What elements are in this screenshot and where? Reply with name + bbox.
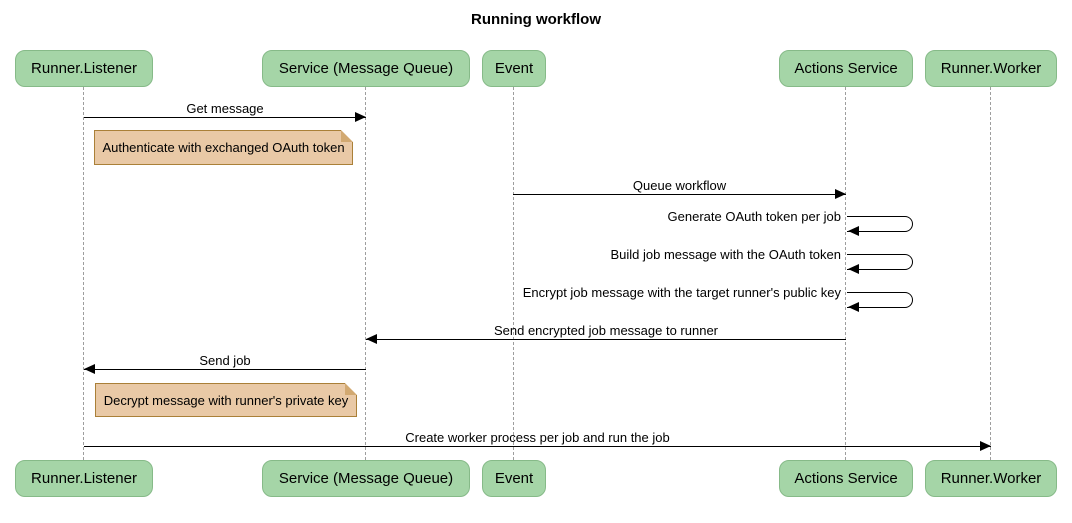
note-decrypt: Decrypt message with runner's private ke… — [95, 383, 357, 417]
arrowhead-right-icon — [980, 441, 991, 451]
actor-label: Event — [494, 60, 534, 77]
self-loop-line — [847, 216, 913, 232]
actor-label: Runner.Worker — [940, 60, 1042, 77]
actor-label: Runner.Listener — [31, 60, 137, 77]
arrowhead-left-icon — [848, 264, 859, 274]
actor-label: Event — [494, 470, 534, 487]
self-loop-line — [847, 292, 913, 308]
actor-label: Service (Message Queue) — [278, 470, 454, 487]
actor-actions-service-top: Actions Service — [779, 50, 913, 87]
lifeline-runner-worker — [990, 87, 991, 460]
message-line — [84, 369, 366, 370]
note-fold-icon — [345, 383, 357, 395]
note-label: Decrypt message with runner's private ke… — [103, 392, 349, 408]
message-label: Queue workflow — [632, 178, 727, 193]
message-line — [84, 117, 366, 118]
arrowhead-left-icon — [84, 364, 95, 374]
arrowhead-right-icon — [355, 112, 366, 122]
arrowhead-left-icon — [848, 226, 859, 236]
actor-label: Runner.Listener — [31, 470, 137, 487]
actor-event-bottom: Event — [482, 460, 546, 497]
actor-runner-worker-bottom: Runner.Worker — [925, 460, 1057, 497]
lifeline-runner-listener — [83, 87, 84, 460]
arrowhead-left-icon — [366, 334, 377, 344]
message-label: Send job — [199, 353, 251, 368]
actor-label: Actions Service — [794, 60, 898, 77]
actor-runner-listener-top: Runner.Listener — [15, 50, 153, 87]
lifeline-actions-service — [845, 87, 846, 460]
arrowhead-left-icon — [848, 302, 859, 312]
actor-actions-service-bottom: Actions Service — [779, 460, 913, 497]
actor-runner-worker-top: Runner.Worker — [925, 50, 1057, 87]
message-line — [84, 446, 991, 447]
actor-label: Actions Service — [794, 470, 898, 487]
actor-label: Runner.Worker — [940, 470, 1042, 487]
actor-event-top: Event — [482, 50, 546, 87]
message-label: Encrypt job message with the target runn… — [522, 285, 841, 300]
arrowhead-right-icon — [835, 189, 846, 199]
actor-label: Service (Message Queue) — [278, 60, 454, 77]
note-label: Authenticate with exchanged OAuth token — [102, 140, 345, 155]
message-label: Generate OAuth token per job — [667, 209, 841, 224]
self-loop-line — [847, 254, 913, 270]
note-fold-icon — [341, 130, 353, 142]
actor-service-message-queue-bottom: Service (Message Queue) — [262, 460, 470, 497]
actor-service-message-queue-top: Service (Message Queue) — [262, 50, 470, 87]
message-label: Build job message with the OAuth token — [610, 247, 841, 262]
lifeline-service-message-queue — [365, 87, 366, 460]
message-line — [366, 339, 846, 340]
actor-runner-listener-bottom: Runner.Listener — [15, 460, 153, 497]
message-label: Get message — [186, 101, 264, 116]
message-line — [513, 194, 846, 195]
lifeline-event — [513, 87, 514, 460]
note-authenticate: Authenticate with exchanged OAuth token — [94, 130, 353, 165]
diagram-title: Running workflow — [471, 11, 601, 28]
message-label: Create worker process per job and run th… — [405, 430, 670, 445]
message-label: Send encrypted job message to runner — [493, 323, 719, 338]
